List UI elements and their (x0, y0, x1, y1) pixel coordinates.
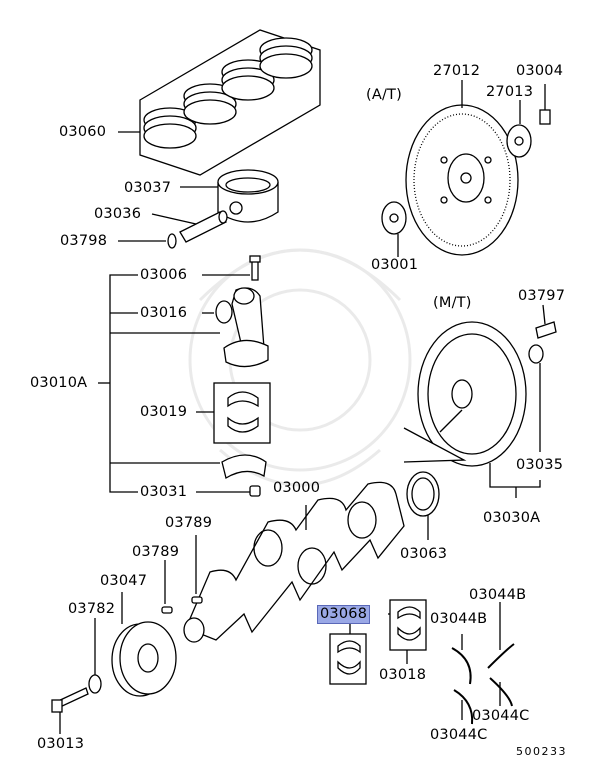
piston-rings-drawing (118, 29, 321, 176)
pulley-bolt-drawing (51, 687, 89, 734)
label-03001[interactable]: 03001 (371, 257, 419, 273)
connecting-rod-bracket (98, 274, 250, 493)
label-03006[interactable]: 03006 (140, 267, 188, 283)
label-03013[interactable]: 03013 (37, 736, 85, 752)
variant-at-label: (A/T) (366, 87, 402, 103)
rod-bolt-drawing (249, 255, 261, 281)
crank-key-drawings (161, 535, 203, 614)
piston-clip-drawing (118, 233, 177, 249)
rod-nut-drawing (249, 485, 261, 497)
mt-bracket-lines (489, 463, 541, 498)
mt-bolt-drawing (535, 304, 557, 339)
connecting-rod-drawing (215, 287, 269, 368)
rear-oil-seal-drawing (406, 471, 440, 540)
label-03047[interactable]: 03047 (100, 573, 148, 589)
label-03789-upper[interactable]: 03789 (165, 515, 213, 531)
crank-pulley-drawing (111, 592, 177, 697)
label-03035[interactable]: 03035 (516, 457, 564, 473)
label-03789-lower[interactable]: 03789 (132, 544, 180, 560)
label-03016[interactable]: 03016 (140, 305, 188, 321)
label-03031[interactable]: 03031 (140, 484, 188, 500)
flywheel-mt-drawing (403, 321, 527, 467)
crankshaft-drawing (183, 481, 405, 643)
label-03044C-right[interactable]: 03044C (472, 708, 530, 724)
diagram-code: 500233 (516, 745, 567, 758)
label-03036[interactable]: 03036 (94, 206, 142, 222)
label-03797[interactable]: 03797 (518, 288, 566, 304)
label-03037[interactable]: 03037 (124, 180, 172, 196)
label-03060[interactable]: 03060 (59, 124, 107, 140)
watermark-emblem (188, 248, 412, 487)
label-03782[interactable]: 03782 (68, 601, 116, 617)
label-03004[interactable]: 03004 (516, 63, 564, 79)
thrust-washers-drawing (451, 602, 515, 725)
label-03000[interactable]: 03000 (273, 480, 321, 496)
pulley-washer-drawing (88, 618, 102, 694)
pilot-bearing-drawing (528, 344, 544, 452)
label-03044B-right[interactable]: 03044B (469, 587, 527, 603)
rod-bearing-box (213, 382, 271, 444)
label-27013[interactable]: 27013 (486, 84, 534, 100)
at-spacer-drawing (381, 201, 407, 257)
drive-plate-at-drawing (405, 80, 519, 256)
label-03044C-left[interactable]: 03044C (430, 727, 488, 743)
label-03044B-left[interactable]: 03044B (430, 611, 488, 627)
label-03018[interactable]: 03018 (379, 667, 427, 683)
variant-mt-label: (M/T) (433, 295, 472, 311)
main-bearing-box-upper (389, 599, 427, 664)
rod-cap-drawing (221, 454, 267, 480)
label-27012[interactable]: 27012 (433, 63, 481, 79)
label-03063[interactable]: 03063 (400, 546, 448, 562)
label-03030A[interactable]: 03030A (483, 510, 541, 526)
label-03068-highlighted[interactable]: 03068 (317, 605, 371, 624)
label-03019[interactable]: 03019 (140, 404, 188, 420)
at-adapter-plate-drawing (506, 100, 532, 158)
at-bolt-drawing (539, 84, 551, 125)
label-03010A[interactable]: 03010A (30, 375, 88, 391)
label-03798[interactable]: 03798 (60, 233, 108, 249)
main-bearing-box-lower (329, 613, 390, 685)
piston-pin-drawing (151, 210, 228, 243)
piston-drawing (180, 169, 279, 223)
